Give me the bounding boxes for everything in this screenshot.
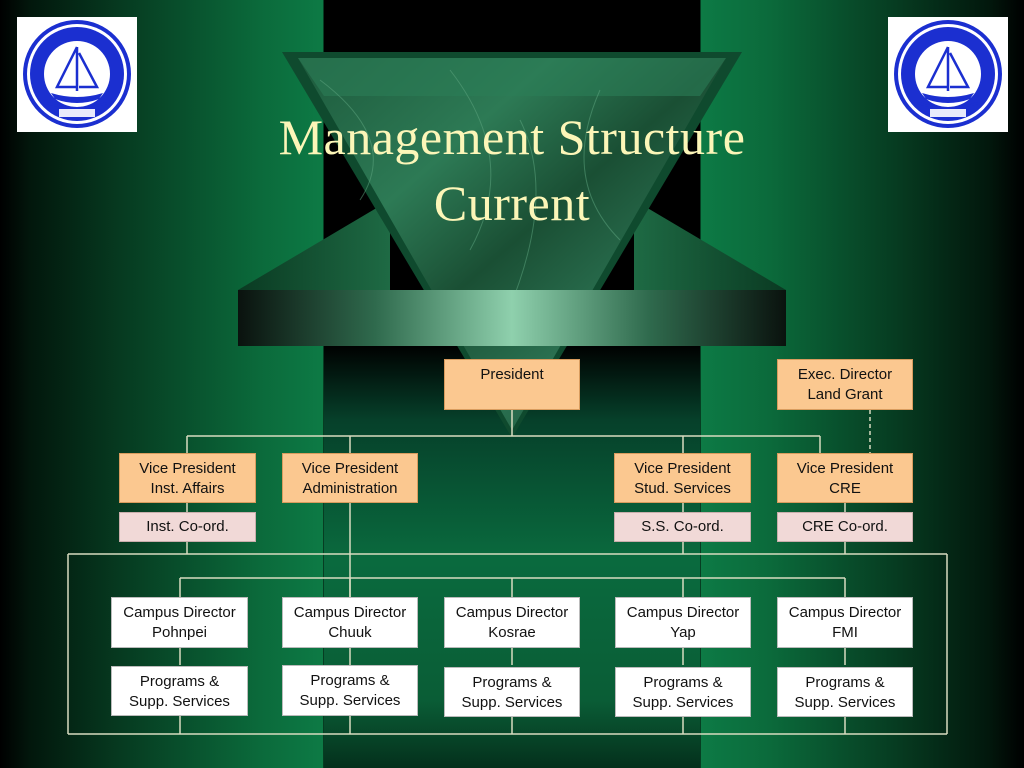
title-line-1: Management Structure xyxy=(278,109,746,165)
exec-director-box: Exec. Director Land Grant xyxy=(777,359,913,410)
campus-director-fmi-box: Campus Director FMI xyxy=(777,597,913,648)
campus-director-title: Campus Director xyxy=(455,604,569,621)
vp-stud-services-box: Vice President Stud. Services xyxy=(614,453,751,503)
programs-line-2: Supp. Services xyxy=(299,692,401,709)
cre-coord-label: CRE Co-ord. xyxy=(802,518,888,535)
vp-administration-box: Vice President Administration xyxy=(282,453,418,503)
campus-director-pohnpei-box: Campus Director Pohnpei xyxy=(111,597,248,648)
programs-chuuk-box: Programs & Supp. Services xyxy=(282,665,418,716)
slide-title: Management Structure Current xyxy=(200,104,824,236)
college-seal-logo-right xyxy=(888,17,1008,132)
vp-cre-box: Vice President CRE xyxy=(777,453,913,503)
president-box: President xyxy=(444,359,580,410)
programs-line-1: Programs & xyxy=(472,674,552,691)
programs-line-1: Programs & xyxy=(643,674,723,691)
vp-cre-unit: CRE xyxy=(829,480,861,497)
campus-director-yap-box: Campus Director Yap xyxy=(615,597,751,648)
exec-director-unit: Land Grant xyxy=(807,386,883,403)
vp-inst-affairs-box: Vice President Inst. Affairs xyxy=(119,453,256,503)
programs-pohnpei-box: Programs & Supp. Services xyxy=(111,666,248,716)
programs-kosrae-box: Programs & Supp. Services xyxy=(444,667,580,717)
exec-director-title: Exec. Director xyxy=(797,366,893,383)
campus-director-title: Campus Director xyxy=(626,604,740,621)
campus-name: Pohnpei xyxy=(151,624,208,641)
vp-admin-title: Vice President xyxy=(301,460,399,477)
campus-name: FMI xyxy=(832,624,858,641)
vp-stud-unit: Stud. Services xyxy=(634,480,731,497)
vp-admin-unit: Administration xyxy=(302,480,398,497)
campus-director-chuuk-box: Campus Director Chuuk xyxy=(282,597,418,648)
ss-coord-box: S.S. Co-ord. xyxy=(614,512,751,542)
vp-cre-title: Vice President xyxy=(796,460,894,477)
vp-inst-title: Vice President xyxy=(139,460,236,477)
programs-line-1: Programs & xyxy=(139,673,220,690)
ss-coord-label: S.S. Co-ord. xyxy=(641,518,724,535)
president-label: President xyxy=(480,366,544,383)
programs-line-1: Programs & xyxy=(805,674,885,691)
programs-line-2: Supp. Services xyxy=(794,694,896,711)
programs-line-1: Programs & xyxy=(310,672,390,689)
inst-coord-box: Inst. Co-ord. xyxy=(119,512,256,542)
campus-director-title: Campus Director xyxy=(123,604,236,621)
inst-coord-label: Inst. Co-ord. xyxy=(146,518,229,535)
vp-inst-unit: Inst. Affairs xyxy=(150,480,225,497)
programs-line-2: Supp. Services xyxy=(129,693,230,710)
campus-director-kosrae-box: Campus Director Kosrae xyxy=(444,597,580,648)
vp-stud-title: Vice President xyxy=(634,460,731,477)
title-line-2: Current xyxy=(433,175,591,231)
campus-director-title: Campus Director xyxy=(293,604,407,621)
campus-name: Chuuk xyxy=(328,624,372,641)
college-seal-logo-left xyxy=(17,17,137,132)
programs-yap-box: Programs & Supp. Services xyxy=(615,667,751,717)
campus-name: Yap xyxy=(670,624,696,641)
programs-line-2: Supp. Services xyxy=(461,694,563,711)
programs-line-2: Supp. Services xyxy=(632,694,734,711)
campus-name: Kosrae xyxy=(488,624,536,641)
cre-coord-box: CRE Co-ord. xyxy=(777,512,913,542)
campus-director-title: Campus Director xyxy=(788,604,902,621)
programs-fmi-box: Programs & Supp. Services xyxy=(777,667,913,717)
